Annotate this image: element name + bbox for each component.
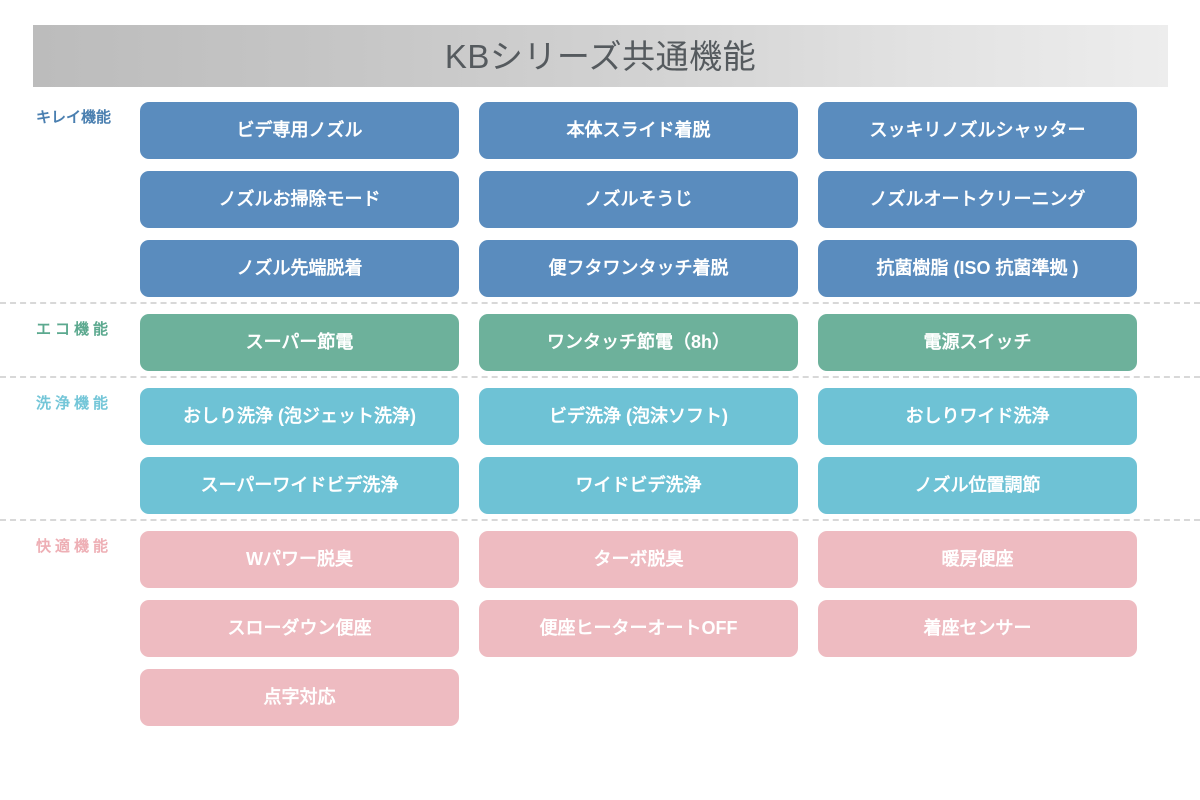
section-label-sen: 洗浄機能: [36, 395, 113, 412]
sections-container: キレイ機能 ビデ専用ノズル本体スライド着脱スッキリノズルシャッターノズルお掃除モー…: [0, 99, 1200, 726]
section-label-kirei: キレイ機能: [36, 109, 112, 126]
feature-tile[interactable]: 本体スライド着脱: [479, 102, 798, 159]
feature-tile[interactable]: 抗菌樹脂 (ISO 抗菌準拠 ): [818, 240, 1137, 297]
section-kirei: キレイ機能 ビデ専用ノズル本体スライド着脱スッキリノズルシャッターノズルお掃除モー…: [0, 99, 1200, 297]
tile-grid-kai: Wパワー脱臭ターボ脱臭暖房便座スローダウン便座便座ヒーターオートOFF 着座センサ…: [140, 531, 1200, 726]
feature-tile[interactable]: 電源スイッチ: [818, 314, 1137, 371]
tile-grid-kirei: ビデ専用ノズル本体スライド着脱スッキリノズルシャッターノズルお掃除モードノズルそ…: [140, 102, 1200, 297]
header-banner: KBシリーズ共通機能: [33, 25, 1168, 87]
section-label-eco: エコ機能: [36, 321, 113, 338]
feature-tile[interactable]: Wパワー脱臭: [140, 531, 459, 588]
feature-tile[interactable]: ワンタッチ節電（8h）: [479, 314, 798, 371]
feature-tile[interactable]: スーパーワイドビデ洗浄: [140, 457, 459, 514]
feature-tile[interactable]: 便フタワンタッチ着脱: [479, 240, 798, 297]
feature-tile[interactable]: 暖房便座: [818, 531, 1137, 588]
section-sen: 洗浄機能 おしり洗浄 (泡ジェット洗浄) ビデ洗浄 (泡沫ソフト) おしりワイド洗浄ス…: [0, 376, 1200, 514]
feature-tile[interactable]: 着座センサー: [818, 600, 1137, 657]
feature-tile[interactable]: ノズルオートクリーニング: [818, 171, 1137, 228]
feature-tile[interactable]: 便座ヒーターオートOFF: [479, 600, 798, 657]
section-eco: エコ機能 スーパー節電ワンタッチ節電（8h） 電源スイッチ: [0, 302, 1200, 371]
feature-tile[interactable]: ビデ洗浄 (泡沫ソフト): [479, 388, 798, 445]
tile-grid-sen: おしり洗浄 (泡ジェット洗浄) ビデ洗浄 (泡沫ソフト) おしりワイド洗浄スーパーワ…: [140, 388, 1200, 514]
section-label-kai: 快適機能: [36, 538, 113, 555]
feature-tile[interactable]: ノズルそうじ: [479, 171, 798, 228]
feature-tile[interactable]: スッキリノズルシャッター: [818, 102, 1137, 159]
feature-tile[interactable]: 点字対応: [140, 669, 459, 726]
feature-tile[interactable]: ノズル位置調節: [818, 457, 1137, 514]
feature-tile[interactable]: おしりワイド洗浄: [818, 388, 1137, 445]
page-title: KBシリーズ共通機能: [444, 37, 757, 75]
feature-tile[interactable]: ワイドビデ洗浄: [479, 457, 798, 514]
feature-tile[interactable]: ビデ専用ノズル: [140, 102, 459, 159]
feature-tile[interactable]: おしり洗浄 (泡ジェット洗浄): [140, 388, 459, 445]
section-kai: 快適機能 Wパワー脱臭ターボ脱臭暖房便座スローダウン便座便座ヒーターオートOFF 着…: [0, 519, 1200, 726]
feature-tile[interactable]: スローダウン便座: [140, 600, 459, 657]
feature-tile[interactable]: スーパー節電: [140, 314, 459, 371]
tile-grid-eco: スーパー節電ワンタッチ節電（8h） 電源スイッチ: [140, 314, 1200, 371]
feature-tile[interactable]: ターボ脱臭: [479, 531, 798, 588]
feature-tile[interactable]: ノズル先端脱着: [140, 240, 459, 297]
feature-tile[interactable]: ノズルお掃除モード: [140, 171, 459, 228]
